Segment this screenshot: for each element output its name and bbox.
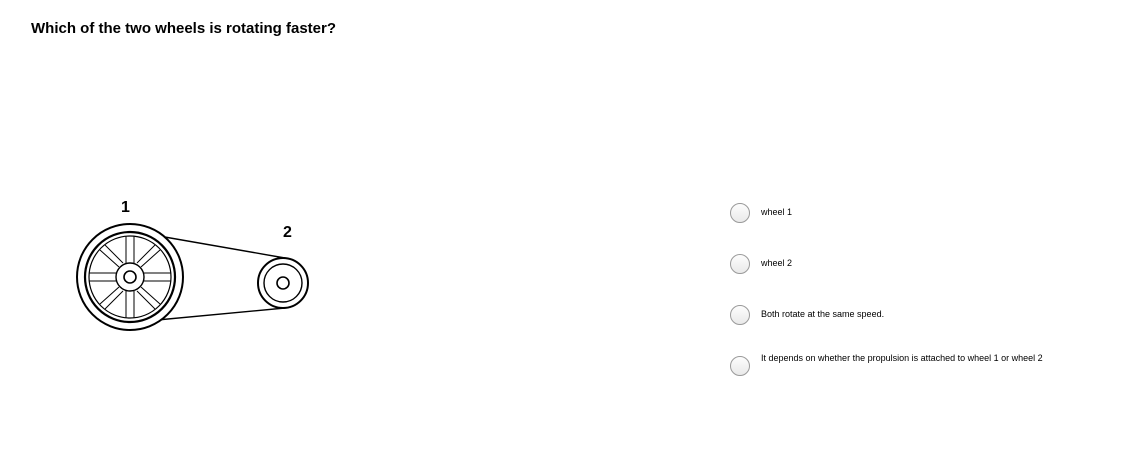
option-label: Both rotate at the same speed. xyxy=(761,309,885,319)
wheel-1 xyxy=(76,223,184,331)
option-wheel-2[interactable]: wheel 2 xyxy=(730,254,1090,274)
radio-button[interactable] xyxy=(730,305,750,325)
wheel-1-label: 1 xyxy=(121,199,130,216)
option-label: wheel 1 xyxy=(761,207,793,217)
question-title: Which of the two wheels is rotating fast… xyxy=(31,20,337,37)
option-depends-propulsion[interactable]: It depends on whether the propulsion is … xyxy=(730,353,1090,376)
wheel-2-label: 2 xyxy=(283,224,292,241)
pulley-figure: 1 2 xyxy=(70,190,320,340)
option-label: wheel 2 xyxy=(761,258,793,268)
option-label: It depends on whether the propulsion is … xyxy=(761,353,1043,363)
wheel-2 xyxy=(257,257,309,309)
option-same-speed[interactable]: Both rotate at the same speed. xyxy=(730,305,1090,325)
radio-button[interactable] xyxy=(730,356,750,376)
radio-button[interactable] xyxy=(730,254,750,274)
option-wheel-1[interactable]: wheel 1 xyxy=(730,203,1090,223)
radio-button[interactable] xyxy=(730,203,750,223)
belt-drive-diagram: 1 2 xyxy=(76,199,309,331)
